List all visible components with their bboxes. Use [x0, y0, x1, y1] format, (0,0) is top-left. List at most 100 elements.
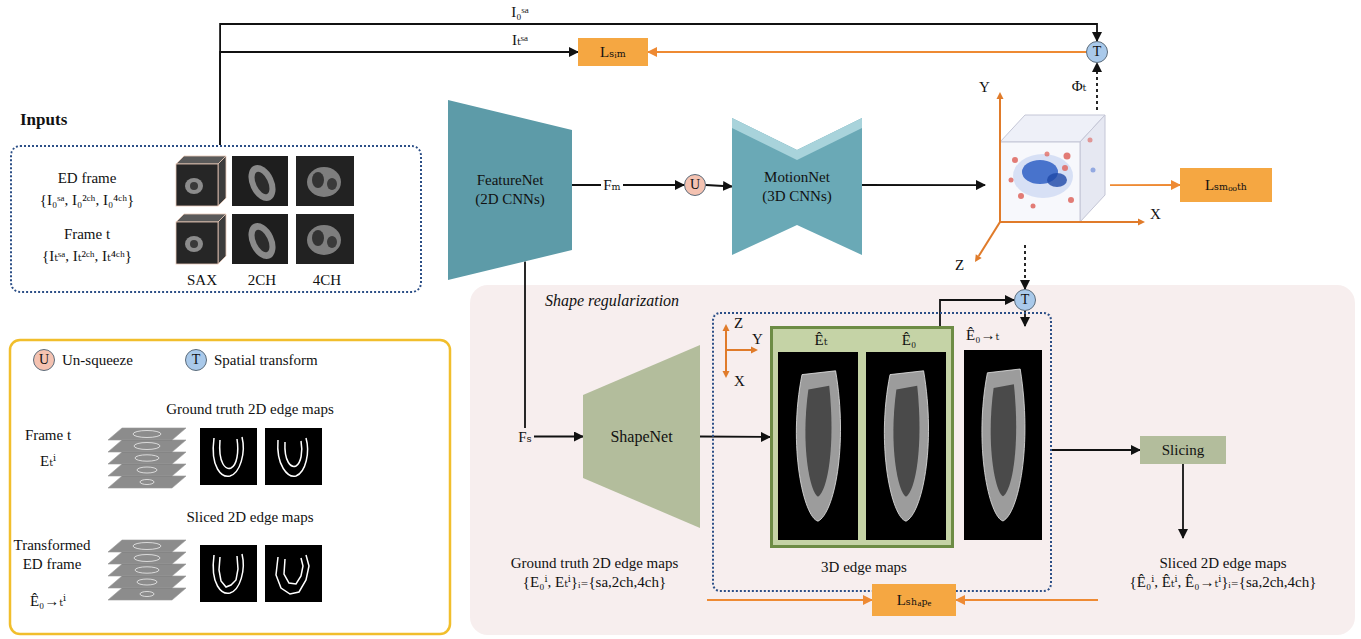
predicted-edge-maps-art [805, 386, 831, 497]
flow-arrow [220, 24, 1097, 145]
edge-map-image [265, 545, 322, 602]
input-panel-art [176, 222, 218, 264]
legend-caption: Ground truth 2D edge maps [130, 400, 370, 419]
network-name: (2D CNNs) [475, 190, 545, 209]
flow-arrow [1052, 449, 1140, 451]
dotted-arrow [1096, 63, 1098, 110]
predicted-edge-maps-art [770, 326, 954, 548]
illustration-part [265, 428, 322, 485]
flow-arrow [706, 185, 732, 187]
motion-field-cube-art [1064, 153, 1071, 160]
motion-field-cube-art [1018, 193, 1024, 199]
motion-field-cube-art [1068, 197, 1074, 203]
legend-caption: Sliced 2D edge maps [130, 508, 370, 527]
illustration-part [278, 438, 308, 476]
transformed-edge-map: Ê₀→ₜ [962, 326, 1044, 544]
shapenet-block-shape [583, 345, 700, 528]
illustration-part [213, 437, 243, 476]
axis-label: X [734, 372, 745, 391]
loss-box: Lₛᵢₘ [578, 38, 648, 66]
motion-field-cube-art [1047, 173, 1067, 187]
transformed-edge-map-art [964, 350, 1042, 540]
edge-map-image [200, 545, 257, 602]
axis-label: Z [734, 314, 743, 333]
legend-formula: Eₜⁱ [18, 452, 78, 471]
network-name: FeatureNet [477, 171, 544, 190]
transformed-edge-map-art [982, 369, 1025, 521]
illustration-part [135, 567, 159, 573]
legend-row-label: Transformed ED frame [6, 536, 98, 574]
illustration-part [108, 552, 186, 564]
motion-field-cube-art [975, 254, 982, 262]
motionnet-block: MotionNet(3D CNNs) [732, 118, 862, 255]
input-panel-art [327, 236, 337, 248]
flow-arrow [648, 51, 1086, 53]
illustration-part [108, 588, 186, 600]
symbol-letter: T [1093, 45, 1102, 59]
input-panel-art [251, 170, 272, 197]
illustration-part [108, 564, 186, 576]
predicted-edge-maps: ÊₜÊ₀ [770, 326, 954, 548]
motion-field-cube-art [997, 92, 1004, 99]
input-panel-art [10, 145, 422, 293]
edge-map-image [200, 428, 257, 485]
edge-map-group-art [751, 347, 758, 354]
shape-regularization-band [470, 285, 1355, 635]
input-panel-art [243, 161, 281, 206]
slice-stack [108, 428, 186, 488]
input-panel-art [296, 214, 354, 264]
featurenet-block-shape [448, 100, 572, 280]
network-name: (3D CNNs) [762, 187, 832, 206]
map-label: Êₜ [799, 331, 843, 350]
axis-label: Y [979, 78, 990, 97]
illustration-part [200, 545, 257, 602]
illustration-part [108, 464, 186, 476]
motion-field-cube-art [1013, 154, 1073, 198]
symbol-letter: T [1021, 293, 1030, 307]
motion-field-cube-art [1138, 219, 1145, 226]
illustration-part [200, 428, 257, 485]
edge-map-group-art [725, 331, 727, 350]
illustration-part [265, 545, 322, 602]
loss-name: Lₛₘₒₒₜₕ [1205, 176, 1247, 195]
illustration-part [108, 428, 186, 440]
illustration-part [213, 554, 243, 593]
process-name: Slicing [1162, 441, 1205, 460]
frame-formula: {Iₜˢᵃ, Iₜ²ᶜʰ, Iₜ⁴ᶜʰ} [12, 247, 162, 266]
illustration-part [137, 467, 157, 473]
illustration-part [108, 440, 186, 452]
edge-label: I₀ˢᵃ [509, 3, 531, 22]
motion-field-cube-art [979, 222, 1000, 256]
input-panel-art [176, 214, 226, 222]
dotted-arrow [1024, 245, 1026, 289]
input-panel-art [327, 178, 337, 190]
illustration-part [134, 443, 160, 450]
input-panel-art [251, 228, 272, 255]
edge-label: Fₛ [516, 428, 533, 447]
frame-label: Frame t [12, 225, 162, 244]
frame-label: ED frame [12, 169, 162, 188]
motionnet-block-shape [732, 118, 862, 255]
edge-label: Iₜˢᵃ [510, 31, 530, 50]
axis-label: Z [955, 256, 964, 275]
input-panel-art [176, 156, 226, 164]
flow-arrow [707, 599, 872, 601]
view-label: 2CH [237, 271, 287, 290]
spatial-transform-symbol: T [1014, 289, 1036, 311]
slice-stack [108, 540, 186, 600]
motion-field-cube: YXZ [985, 110, 1110, 245]
predicted-edge-maps-art [796, 371, 840, 521]
motion-field-cube-art [999, 99, 1001, 222]
view-label: SAX [177, 271, 227, 290]
legend-symbol: T [185, 349, 207, 371]
illustration-part [140, 480, 154, 485]
edge-map-group: ZYX3D edge mapsÊₜÊ₀Ê₀→ₜ [712, 312, 1052, 592]
shape-regularization-band: Shape regularizationShapeNetTZYX3D edge … [470, 285, 1355, 635]
input-panel: InputsED frame{I₀ˢᵃ, I₀²ᶜʰ, I₀⁴ᶜʰ}Frame … [10, 145, 422, 293]
flow-arrow [1182, 464, 1184, 538]
edge-map-group-art [726, 349, 751, 351]
loss-name: Lₛᵢₘ [600, 43, 626, 62]
motion-field-cube-art [1000, 115, 1105, 142]
